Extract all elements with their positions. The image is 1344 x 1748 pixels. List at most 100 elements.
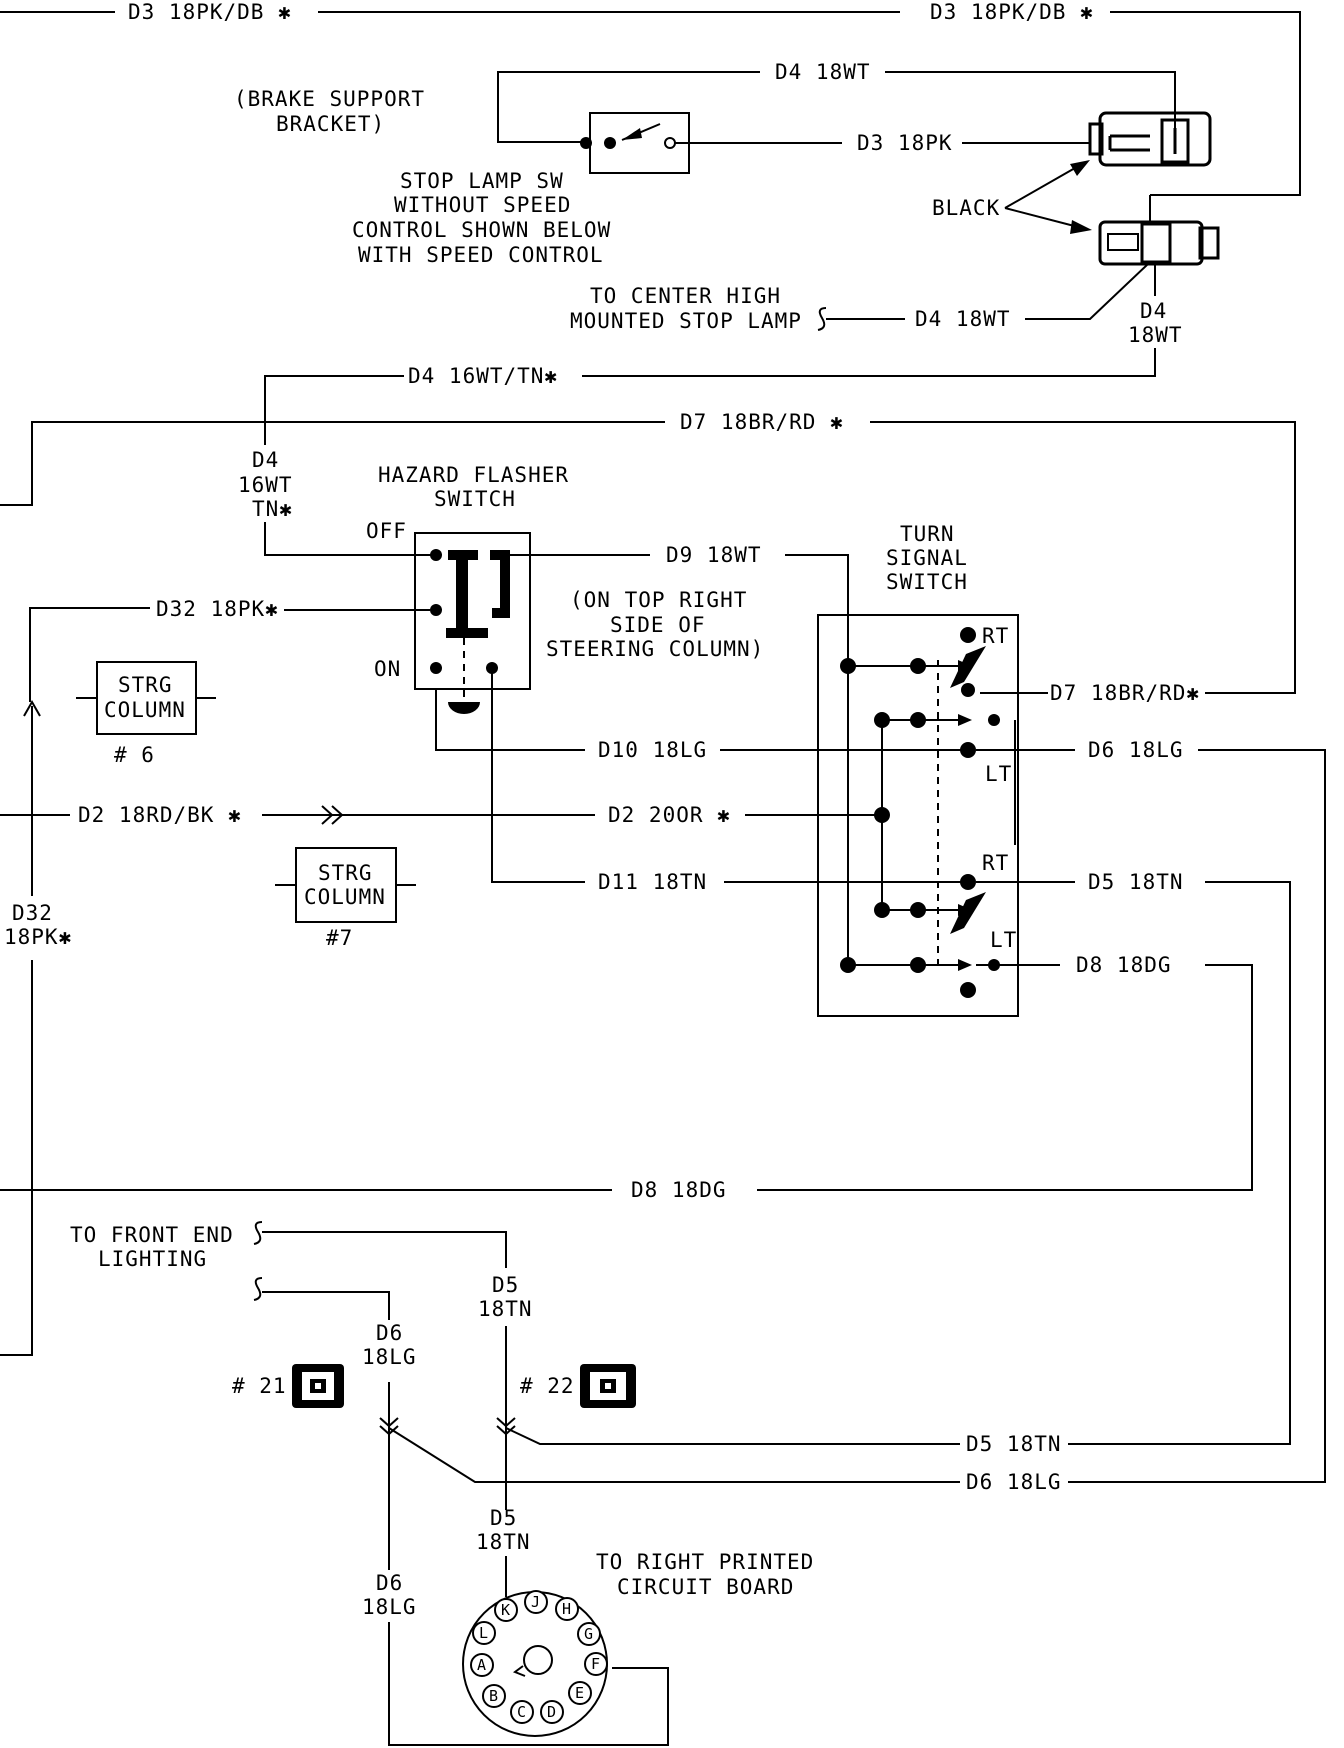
lt-lower-label: LT bbox=[990, 928, 1017, 952]
strg-column-7 bbox=[275, 847, 416, 923]
chmsl-terminator bbox=[817, 307, 827, 331]
turn-label-1: TURN bbox=[900, 522, 955, 546]
brake-bracket-label: (BRAKE SUPPORT bbox=[234, 87, 425, 111]
front-end-label-2: LIGHTING bbox=[98, 1247, 207, 1271]
wire-label-d4-16wt-vert-3: TN✱ bbox=[252, 497, 293, 521]
wire-label-d4-wt-top: D4 18WT bbox=[775, 60, 871, 84]
stop-switch-label-1: STOP LAMP SW bbox=[400, 169, 564, 193]
wire-d4-16wt-right bbox=[582, 348, 1156, 377]
rt-lower-label: RT bbox=[982, 851, 1009, 875]
wire-d5-tn-run bbox=[1068, 881, 1291, 1445]
pcb-pin-b: B bbox=[482, 1684, 506, 1708]
wire-label-d6-vert-b1: D6 bbox=[376, 1571, 403, 1595]
black-pointer bbox=[1004, 160, 1092, 234]
strg-label-6: STRG bbox=[118, 673, 173, 697]
wire-d10-lg-left bbox=[435, 690, 585, 751]
pcb-pin-f: F bbox=[584, 1652, 608, 1676]
wire-label-d9-wt: D9 18WT bbox=[666, 543, 762, 567]
chmsl-label-2: MOUNTED STOP LAMP bbox=[570, 309, 802, 333]
front-end-terminator-lower bbox=[253, 1277, 263, 1301]
chmsl-label-1: TO CENTER HIGH bbox=[590, 284, 781, 308]
wire-label-d3-pk: D3 18PK bbox=[857, 131, 953, 155]
stop-switch-label-2: WITHOUT SPEED bbox=[394, 193, 571, 217]
wire-d3-pk-db bbox=[0, 11, 1301, 196]
pcb-pin-label-e: E bbox=[575, 1684, 584, 1702]
wire-label-d4-16wt-vert-2: 16WT bbox=[238, 473, 293, 497]
wire-label-d32-pk: D32 18PK✱ bbox=[156, 597, 279, 621]
wire-d32-top bbox=[29, 607, 150, 702]
wire-label-d5-vert-2: 18TN bbox=[478, 1297, 533, 1321]
pcb-pin-label-j: J bbox=[531, 1593, 540, 1611]
wire-label-d4-16wt-vert-1: D4 bbox=[252, 448, 279, 472]
wire-label-d2-or: D2 20OR ✱ bbox=[608, 803, 731, 827]
wire-d5-front bbox=[262, 1231, 507, 1268]
wire-d4-16wt-left bbox=[264, 375, 404, 445]
pcb-pin-label-g: G bbox=[584, 1625, 593, 1643]
wire-d4-16wt-to-hazard bbox=[264, 522, 436, 556]
black-label: BLACK bbox=[932, 196, 1000, 220]
pcb-pin-label-k: K bbox=[501, 1601, 510, 1619]
pcb-pin-a: A bbox=[470, 1653, 494, 1677]
black-connector-lower bbox=[1098, 195, 1220, 266]
wire-d6-to-pcb bbox=[388, 1622, 669, 1746]
pcb-pin-label-d: D bbox=[547, 1703, 556, 1721]
wire-label-d6-vert-2: 18LG bbox=[362, 1345, 417, 1369]
hazard-label-1: HAZARD FLASHER bbox=[378, 463, 569, 487]
wire-label-d4-vert-2: 18WT bbox=[1128, 323, 1183, 347]
rt-upper-label: RT bbox=[982, 624, 1009, 648]
hazard-flasher-switch bbox=[414, 532, 531, 714]
wire-d7-br-rd-right-run bbox=[870, 421, 1296, 694]
location-label-3: STEERING COLUMN) bbox=[546, 637, 764, 661]
pcb-pin-d: D bbox=[540, 1700, 564, 1724]
connector-21 bbox=[292, 1364, 344, 1408]
turn-signal-switch bbox=[817, 614, 1019, 1017]
column-label-7: COLUMN bbox=[304, 885, 386, 909]
wire-label-d5-vert-b2: 18TN bbox=[476, 1530, 531, 1554]
wire-d6-front bbox=[262, 1291, 390, 1320]
location-label-1: (ON TOP RIGHT bbox=[570, 588, 747, 612]
wire-label-d2-rd-bk: D2 18RD/BK ✱ bbox=[78, 803, 242, 827]
pcb-pin-label-c: C bbox=[517, 1703, 526, 1721]
location-label-2: SIDE OF bbox=[610, 613, 706, 637]
wire-d8-dg-run bbox=[757, 964, 1253, 1191]
wire-label-d4-vert-1: D4 bbox=[1140, 299, 1167, 323]
turn-label-3: SWITCH bbox=[886, 570, 968, 594]
turn-label-2: SIGNAL bbox=[886, 546, 968, 570]
wire-d5-lower bbox=[505, 1427, 960, 1445]
strg-column-6 bbox=[76, 661, 216, 735]
wire-d6-lg-run bbox=[1068, 749, 1326, 1483]
pcb-pin-h: H bbox=[555, 1597, 579, 1621]
wire-d7-br-rd-top bbox=[0, 421, 665, 506]
wire-label-d3-pk-db-left: D3 18PK/DB ✱ bbox=[128, 0, 292, 24]
connector-22 bbox=[580, 1364, 636, 1408]
wire-label-d7-br-rd-right: D7 18BR/RD✱ bbox=[1050, 681, 1200, 705]
wire-label-d5-vert-b1: D5 bbox=[490, 1506, 517, 1530]
black-connector-upper bbox=[1088, 111, 1212, 167]
pcb-pin-label-b: B bbox=[489, 1687, 498, 1705]
pcb-pin-label-l: L bbox=[479, 1624, 488, 1642]
wire-label-d32-vert-2: 18PK✱ bbox=[4, 925, 72, 949]
wire-label-d5-vert-1: D5 bbox=[492, 1273, 519, 1297]
hazard-label-2: SWITCH bbox=[434, 487, 516, 511]
connector-7-label: #7 bbox=[326, 926, 353, 950]
wire-label-d3-pk-db-right: D3 18PK/DB ✱ bbox=[930, 0, 1094, 24]
brake-bracket-label-2: BRACKET) bbox=[276, 112, 385, 136]
wire-d9-wt-right bbox=[785, 554, 849, 666]
lt-upper-label: LT bbox=[985, 762, 1012, 786]
pcb-pin-c: C bbox=[510, 1700, 534, 1724]
pcb-label-2: CIRCUIT BOARD bbox=[617, 1575, 794, 1599]
wire-label-d6-lg-right: D6 18LG bbox=[1088, 738, 1184, 762]
front-end-terminator-upper bbox=[253, 1221, 263, 1245]
connector-21-label: # 21 bbox=[232, 1374, 287, 1398]
wire-d2-connector bbox=[262, 805, 595, 825]
hazard-off-label: OFF bbox=[366, 519, 407, 543]
wire-d4-wt-top bbox=[497, 71, 1176, 152]
hazard-on-label: ON bbox=[374, 657, 401, 681]
stop-switch-label-4: WITH SPEED CONTROL bbox=[358, 243, 604, 267]
wire-label-d7-br-rd-top: D7 18BR/RD ✱ bbox=[680, 410, 844, 434]
front-end-label-1: TO FRONT END bbox=[70, 1223, 234, 1247]
pcb-pin-label-a: A bbox=[477, 1656, 486, 1674]
pcb-label-1: TO RIGHT PRINTED bbox=[596, 1550, 814, 1574]
wire-label-d11-tn: D11 18TN bbox=[598, 870, 707, 894]
